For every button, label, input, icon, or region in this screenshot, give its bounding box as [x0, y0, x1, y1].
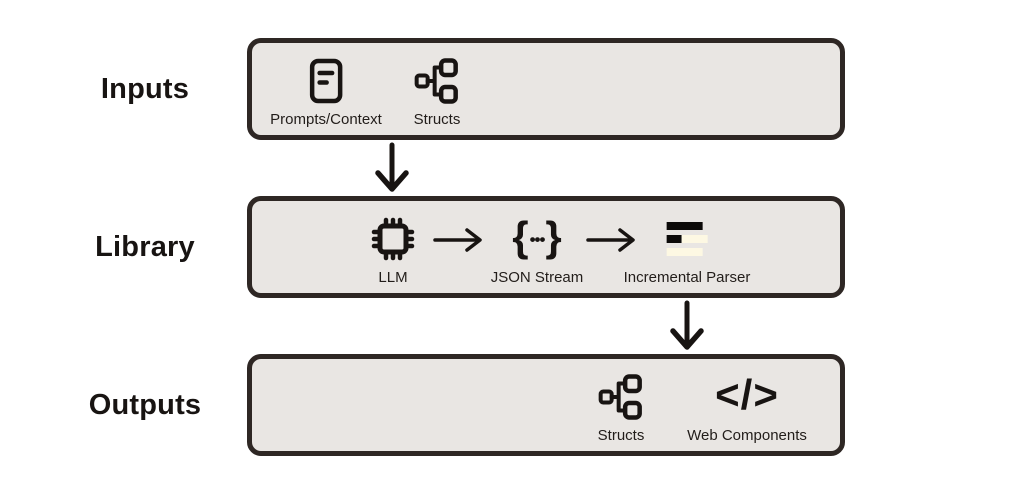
item-label: Web Components	[687, 427, 807, 444]
arrow-right-json-to-parser-icon	[585, 225, 639, 260]
parser-bars-icon	[666, 215, 708, 263]
item-web-components: </> Web Components	[687, 373, 807, 445]
item-label: JSON Stream	[490, 269, 584, 286]
row-label-inputs: Inputs	[100, 72, 190, 105]
open-brace-glyph: {	[512, 213, 529, 260]
code-tag-icon: </>	[715, 373, 779, 421]
arrow-down-library-to-outputs-icon	[667, 300, 707, 357]
library-box: LLM { ••• } JSON Stream	[247, 196, 845, 298]
outputs-box: Structs </> Web Components	[247, 354, 845, 456]
item-prompts-context: Prompts/Context	[270, 57, 382, 129]
item-label: Prompts/Context	[270, 111, 382, 128]
dots-glyph: •••	[529, 230, 546, 249]
inputs-box: Prompts/Context Structs	[247, 38, 845, 140]
structs-icon	[598, 373, 644, 421]
item-label: Structs	[413, 111, 461, 128]
item-json-stream: { ••• } JSON Stream	[491, 215, 584, 287]
row-label-library: Library	[95, 230, 195, 263]
arrow-down-inputs-to-library-icon	[372, 142, 412, 199]
item-llm: LLM	[369, 215, 417, 287]
row-label-outputs: Outputs	[88, 388, 202, 421]
structs-icon	[414, 57, 460, 105]
close-brace-glyph: }	[545, 213, 562, 260]
json-braces-icon: { ••• }	[512, 215, 562, 263]
item-label: Incremental Parser	[623, 269, 751, 286]
item-label: LLM	[378, 269, 408, 286]
item-label: Structs	[597, 427, 645, 444]
item-structs-output: Structs	[597, 373, 645, 445]
code-tag-glyph: </>	[715, 371, 779, 418]
item-incremental-parser: Incremental Parser	[623, 215, 751, 287]
item-structs-input: Structs	[413, 57, 461, 129]
chip-icon	[369, 215, 417, 263]
arrow-right-llm-to-json-icon	[432, 225, 486, 260]
document-lines-icon	[309, 57, 343, 105]
